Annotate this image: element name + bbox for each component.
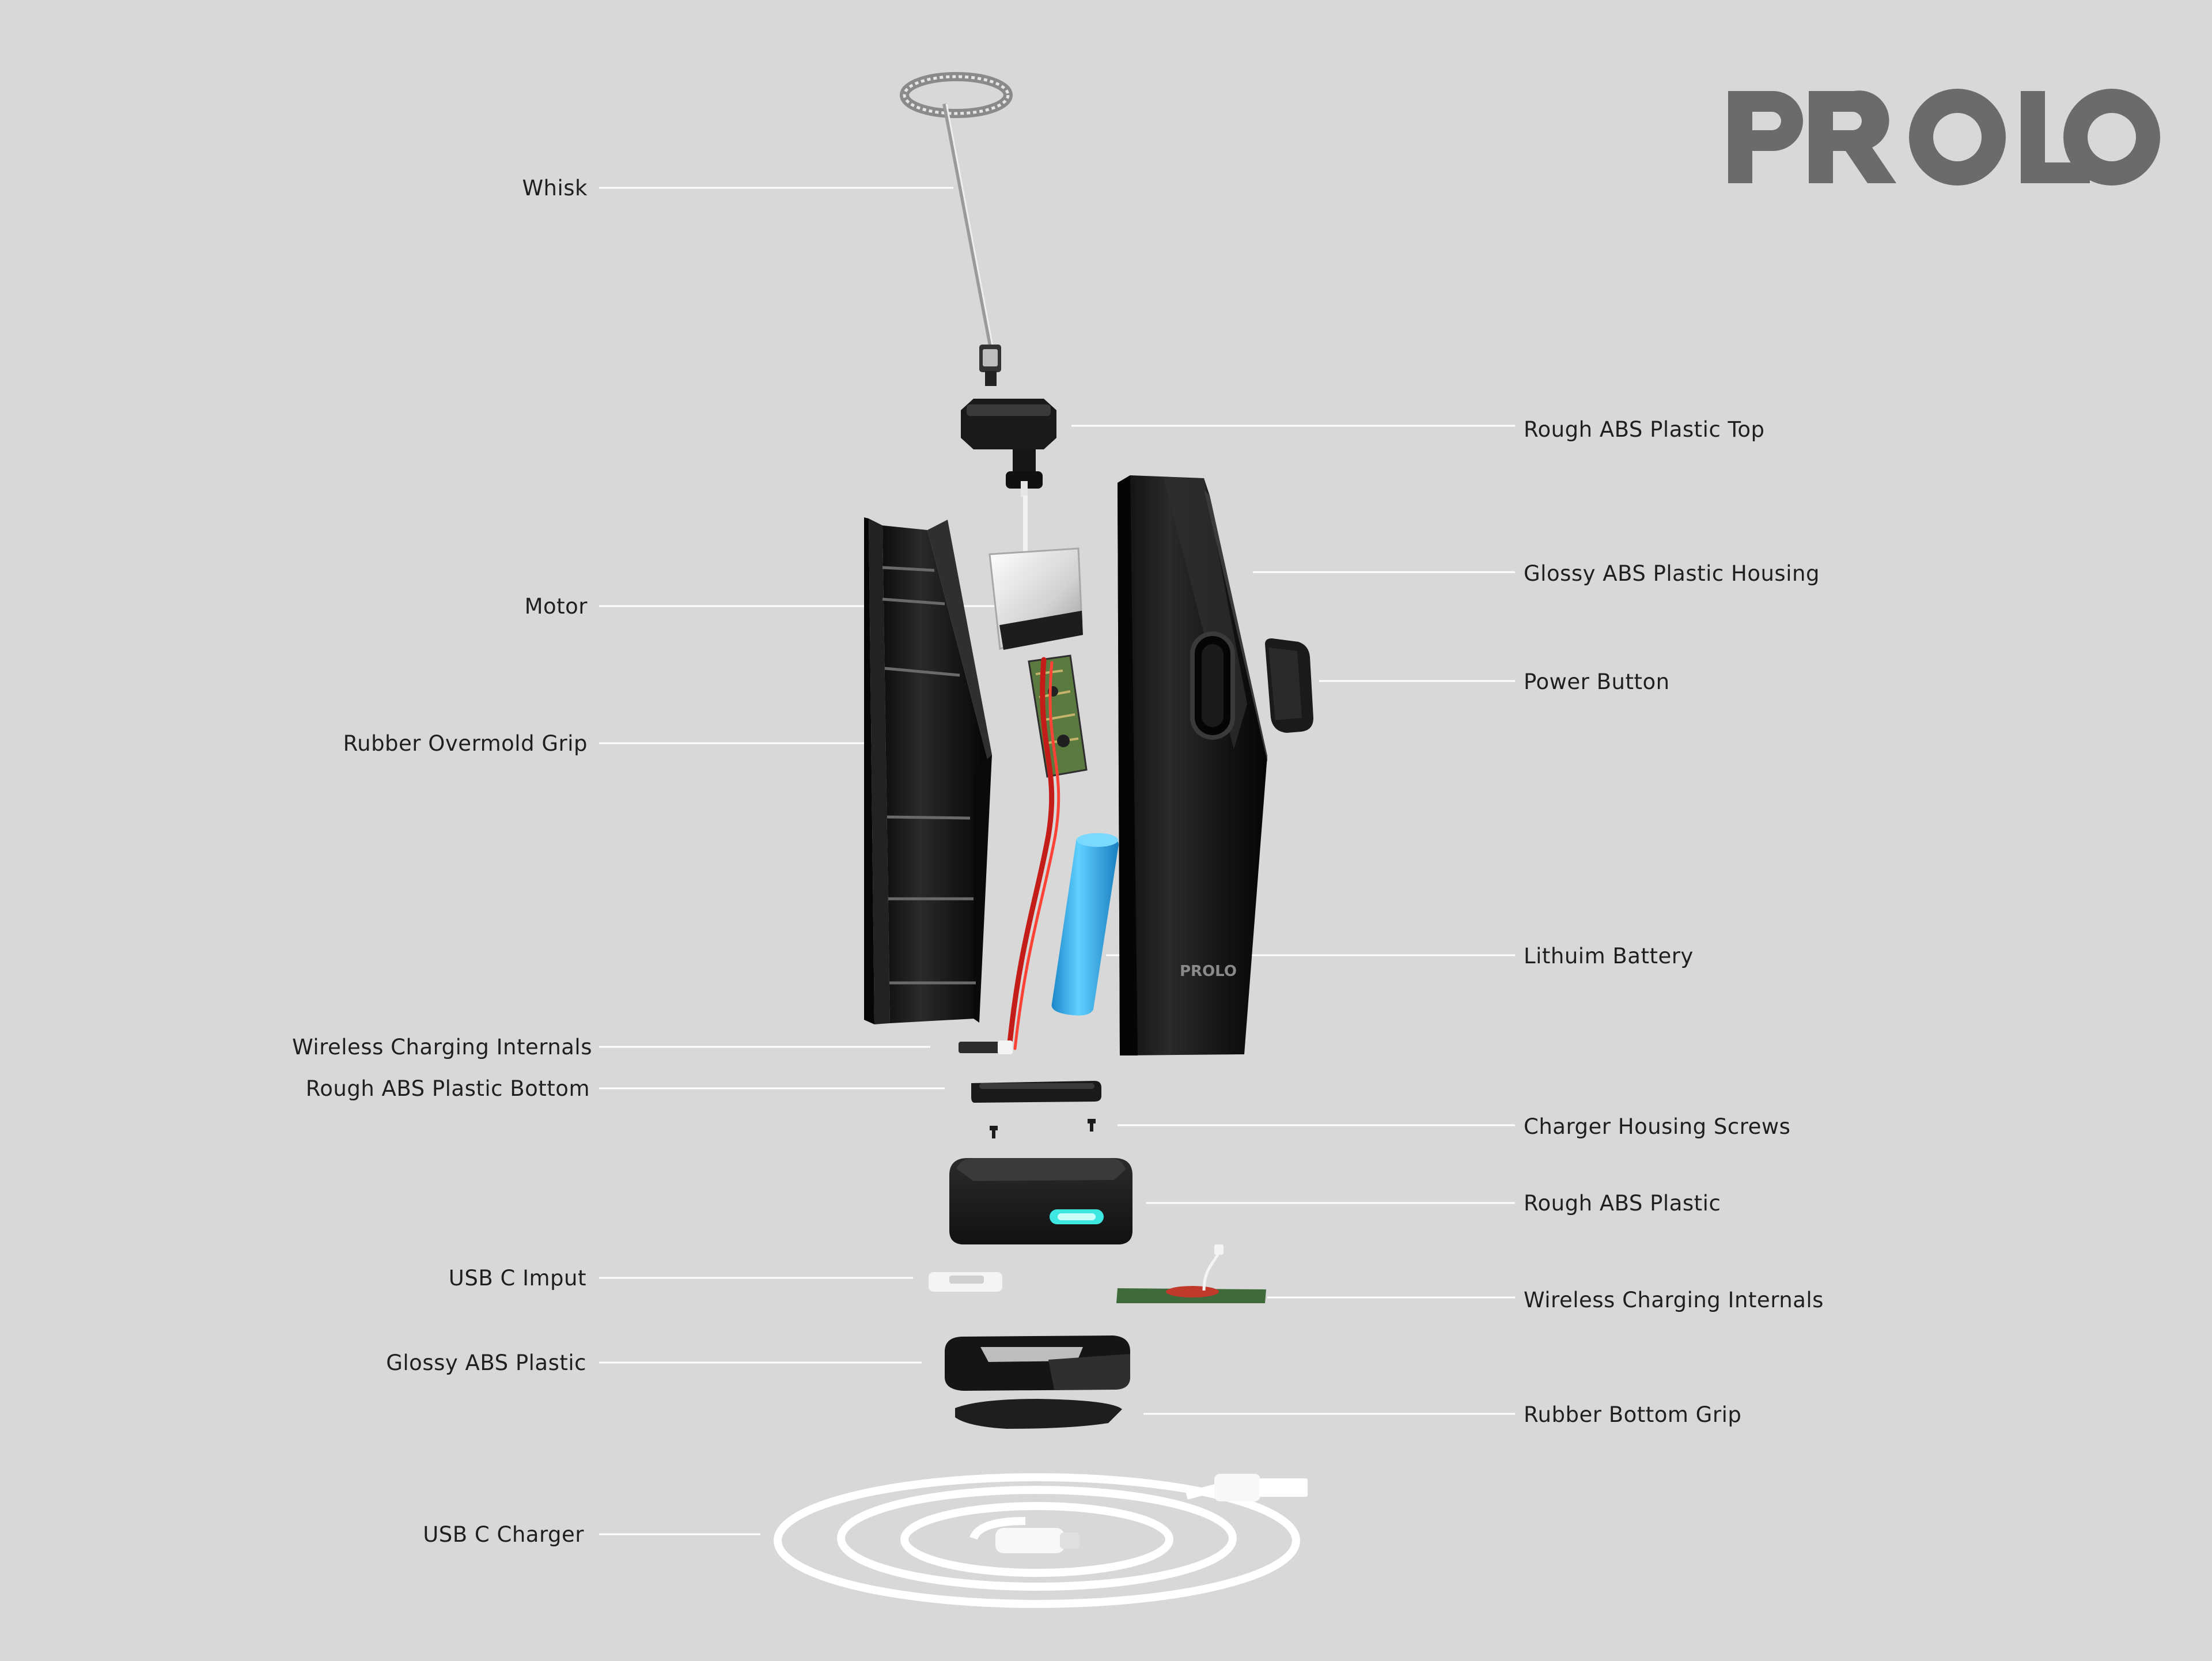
prolo-logo — [1728, 89, 2160, 186]
label-usb-c-charger: USB C Charger — [423, 1522, 584, 1547]
leader-lines — [599, 187, 1515, 1535]
pcb-part — [1028, 654, 1088, 778]
rubber-bottom-part — [955, 1399, 1122, 1429]
wires-part — [1006, 657, 1060, 1051]
charger-base-part — [949, 1158, 1132, 1244]
label-lithium-battery: Lithuim Battery — [1524, 944, 1694, 968]
label-rough-abs-plastic-top: Rough ABS Plastic Top — [1524, 417, 1765, 442]
usb-cable-part — [774, 1473, 1300, 1608]
battery-part — [1051, 833, 1119, 1016]
housing-part: PROLO — [1118, 475, 1267, 1055]
wireless-pcb-bottom-part — [1116, 1244, 1266, 1303]
usb-plug-part — [995, 1474, 1308, 1553]
top-cap-part — [961, 399, 1056, 497]
label-usb-c-imput: USB C Imput — [448, 1266, 586, 1291]
label-rubber-bottom-grip: Rubber Bottom Grip — [1524, 1402, 1742, 1427]
label-rough-abs-plastic-bottom: Rough ABS Plastic Bottom — [305, 1076, 590, 1101]
motor-part — [988, 495, 1083, 650]
grip-shell-part — [864, 517, 992, 1024]
usb-c-input-part — [929, 1272, 1002, 1292]
wireless-coil-top-part — [959, 1041, 1013, 1054]
label-wireless-charging-internals-top: Wireless Charging Internals — [292, 1035, 592, 1060]
label-whisk: Whisk — [522, 176, 588, 200]
label-glossy-abs-plastic-housing: Glossy ABS Plastic Housing — [1524, 561, 1820, 586]
label-glossy-abs-plastic: Glossy ABS Plastic — [386, 1350, 586, 1375]
label-power-button: Power Button — [1524, 669, 1670, 694]
screws-part — [990, 1119, 1096, 1138]
power-button-part — [1265, 638, 1313, 733]
whisk-part — [900, 72, 1013, 386]
label-charger-housing-screws: Charger Housing Screws — [1524, 1114, 1791, 1139]
glossy-ring-part — [945, 1335, 1130, 1391]
label-rubber-overmold-grip: Rubber Overmold Grip — [343, 731, 588, 756]
housing-logo-text: PROLO — [1180, 963, 1237, 980]
bottom-ring-part — [971, 1081, 1101, 1103]
label-motor: Motor — [524, 594, 588, 619]
label-rough-abs-plastic: Rough ABS Plastic — [1524, 1191, 1721, 1216]
label-wireless-charging-internals-bottom: Wireless Charging Internals — [1524, 1288, 1824, 1312]
